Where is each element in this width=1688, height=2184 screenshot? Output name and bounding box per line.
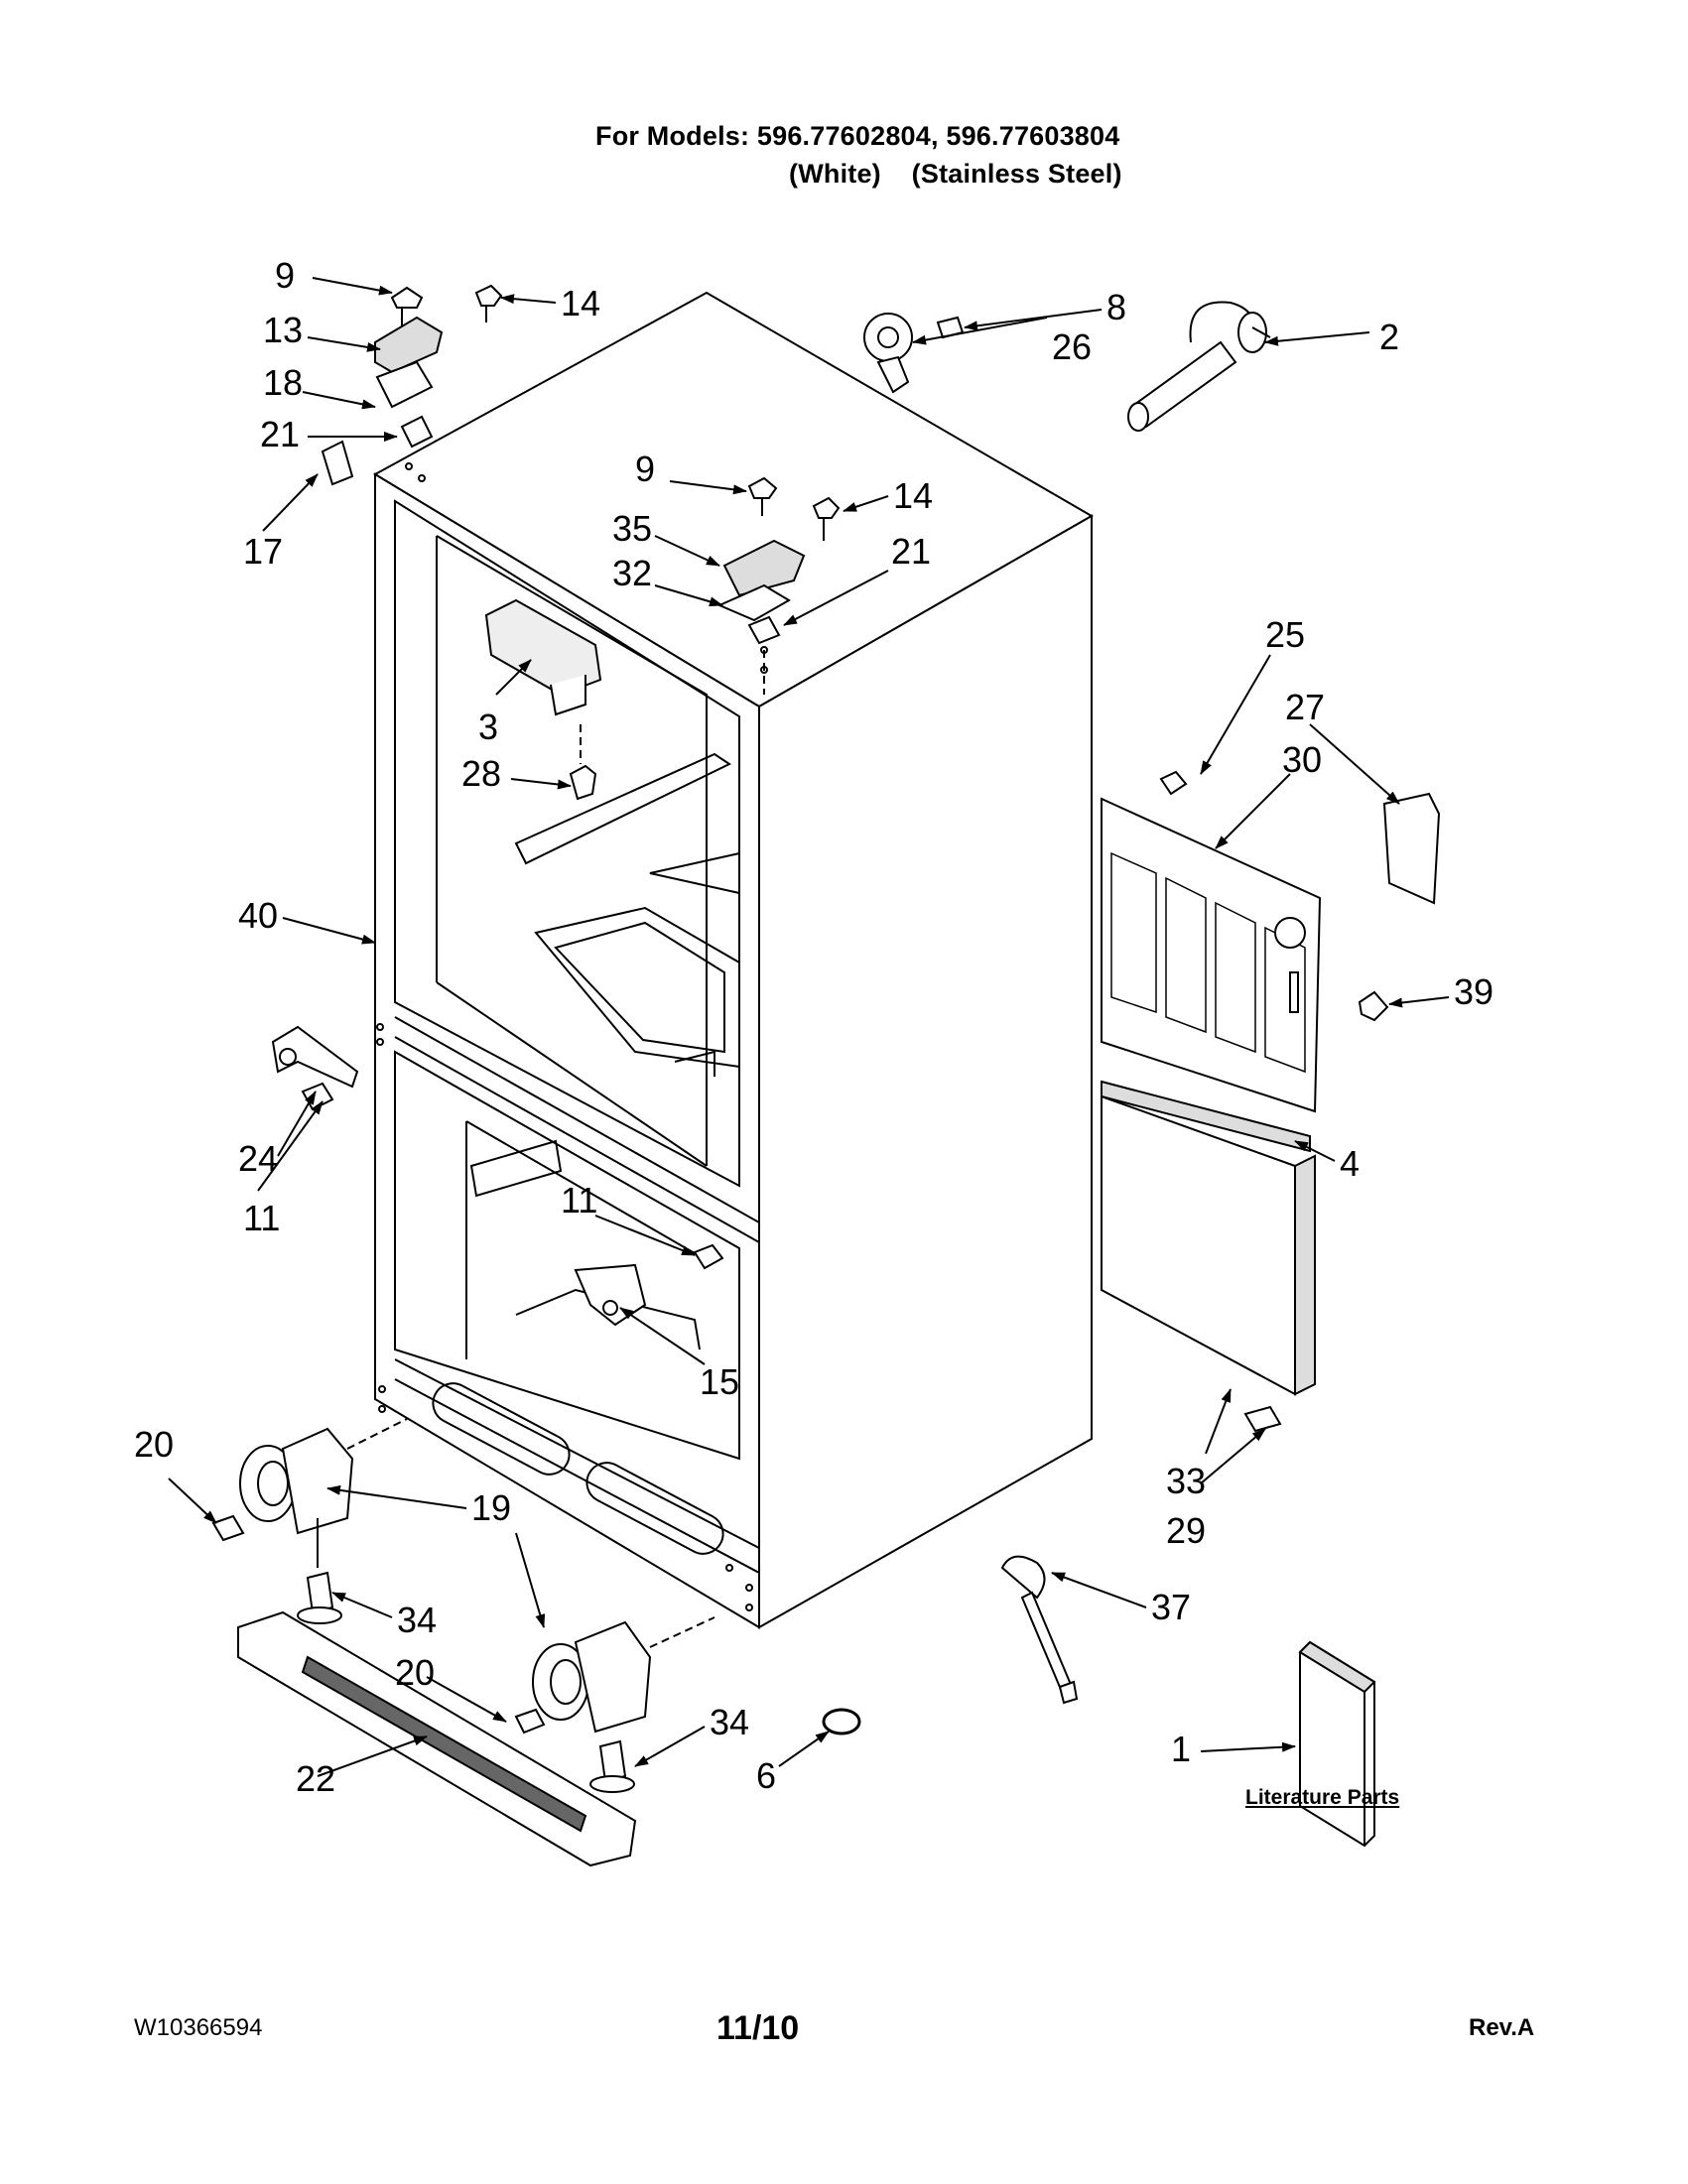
callout-4: 4 — [1340, 1143, 1360, 1184]
callout-6: 6 — [756, 1755, 776, 1796]
callout-33: 33 — [1166, 1461, 1206, 1501]
callout-9-right: 9 — [635, 449, 655, 489]
callout-2: 2 — [1379, 317, 1399, 357]
callout-19: 19 — [471, 1487, 511, 1528]
callout-15: 15 — [700, 1361, 739, 1402]
leader-arrows — [168, 277, 1450, 1777]
part-4-strip — [1101, 1080, 1311, 1153]
literature-parts-label: Literature Parts — [1245, 1786, 1400, 1809]
callout-18: 18 — [263, 362, 303, 403]
part-6-ring — [822, 1708, 861, 1735]
revision: Rev.A — [1469, 2014, 1535, 2041]
callout-32: 32 — [612, 553, 652, 593]
top-right-hinge-assembly — [716, 476, 841, 695]
callout-39: 39 — [1454, 971, 1493, 1012]
part-37-tool — [1000, 1555, 1079, 1705]
callout-11-center: 11 — [561, 1180, 597, 1220]
part-25-screw — [1159, 770, 1188, 796]
callout-3: 3 — [478, 707, 498, 747]
part-39-clamp — [1358, 990, 1389, 1022]
top-left-hinge-assembly — [321, 284, 503, 486]
callout-20-right: 20 — [395, 1652, 435, 1693]
callout-30: 30 — [1282, 739, 1322, 780]
callout-1: 1 — [1171, 1729, 1191, 1769]
part-29-clip — [1243, 1405, 1282, 1433]
callout-20-left: 20 — [134, 1424, 174, 1465]
rear-grille-panel — [1101, 797, 1322, 1113]
callout-25: 25 — [1265, 614, 1305, 655]
callout-22: 22 — [296, 1758, 335, 1799]
callout-40: 40 — [238, 895, 278, 936]
callout-29: 29 — [1166, 1510, 1206, 1551]
models-line: For Models: 596.77602804, 596.77603804 — [595, 121, 1120, 151]
right-roller-assembly — [514, 1616, 715, 1793]
callout-28: 28 — [461, 753, 501, 794]
finish-line: (White) (Stainless Steel) — [789, 159, 1122, 189]
callout-9-left: 9 — [275, 255, 295, 296]
callout-37: 37 — [1151, 1587, 1191, 1627]
part-26-bracket — [863, 313, 965, 394]
cabinet — [372, 291, 1095, 1629]
literature-manual — [1298, 1640, 1376, 1848]
callout-34-right: 34 — [710, 1702, 749, 1742]
lower-access-panel — [1101, 1094, 1316, 1396]
callout-17: 17 — [243, 531, 283, 572]
page-date: 11/10 — [716, 2009, 800, 2047]
part-2-tube — [1127, 301, 1271, 432]
callout-14-left: 14 — [561, 283, 600, 323]
base-grille — [237, 1610, 637, 1867]
doc-number: W10366594 — [134, 2014, 263, 2041]
callout-34-left: 34 — [397, 1600, 437, 1640]
callout-21-right: 21 — [891, 531, 931, 572]
callout-8: 8 — [1106, 287, 1126, 327]
callout-27: 27 — [1285, 687, 1325, 727]
callout-14-right: 14 — [893, 475, 933, 516]
callout-21-left: 21 — [260, 414, 300, 454]
callout-26: 26 — [1052, 326, 1092, 367]
control-module — [484, 598, 602, 801]
callout-13: 13 — [263, 310, 303, 350]
callout-11-left: 11 — [243, 1198, 280, 1238]
part-27-cover — [1382, 792, 1441, 905]
part-24-bracket — [271, 1025, 359, 1111]
callout-24: 24 — [238, 1138, 278, 1179]
left-roller-assembly — [211, 1418, 408, 1624]
callout-35: 35 — [612, 508, 652, 549]
callout-labels: 9 14 13 18 21 17 8 26 2 9 14 35 32 21 3 … — [134, 255, 1493, 1799]
